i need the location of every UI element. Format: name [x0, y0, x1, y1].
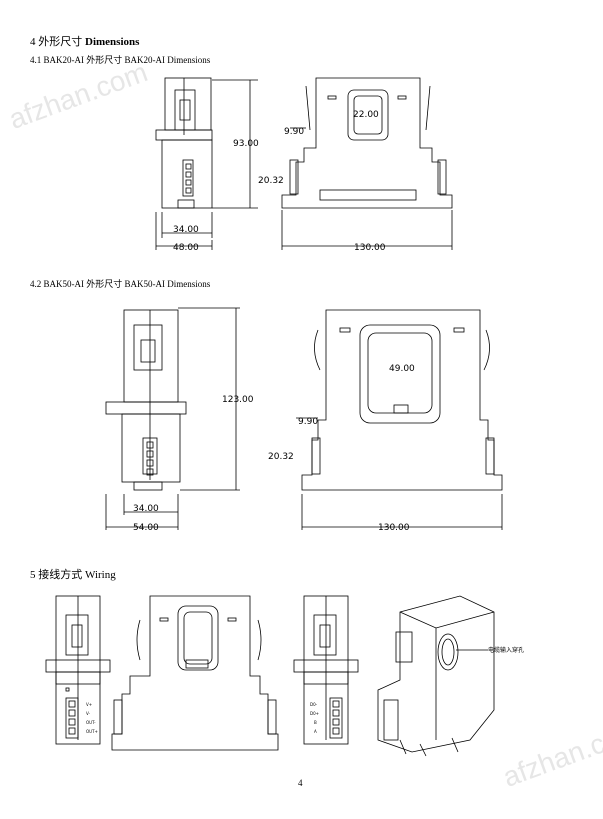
- dim-length-2: 130.00: [378, 523, 410, 533]
- dim-hole-1: 22.00: [353, 110, 379, 120]
- page-number: 4: [298, 778, 303, 788]
- section-5-heading: 5 接线方式 Wiring: [30, 569, 116, 581]
- section-4-1-caption: 4.1 BAK20-AI 外形尺寸 BAK20-AI Dimensions: [30, 55, 211, 65]
- bak50-side-view: [105, 307, 240, 530]
- dim-width-2b: 54.00: [133, 523, 159, 533]
- wiring-side-view-right: [293, 595, 359, 745]
- wiring-front-view: [111, 595, 279, 751]
- wiring-isometric-view: [377, 595, 495, 757]
- dim-terminal-1: 20.32: [258, 176, 284, 186]
- pin-label-v-plus: V+: [86, 702, 92, 707]
- pin-label-out-plus: OUT+: [86, 729, 98, 734]
- bak20-side-view: [155, 77, 258, 250]
- dim-length-1: 130.00: [354, 243, 386, 253]
- dim-height-2: 123.00: [222, 395, 254, 405]
- pin-label-d0-minus: D0-: [310, 702, 318, 707]
- dim-pitch-2: 9.90: [298, 417, 318, 427]
- section-4-heading: 4 外形尺寸 Dimensions: [30, 36, 140, 48]
- dim-width-2a: 34.00: [133, 504, 159, 514]
- wiring-side-view-left: [45, 595, 111, 745]
- dim-hole-2: 49.00: [389, 364, 415, 374]
- dim-width-1b: 48.00: [173, 243, 199, 253]
- dim-terminal-2: 20.32: [268, 452, 294, 462]
- pin-label-b: B: [314, 720, 317, 725]
- pin-label-out-minus: OUT-: [86, 720, 96, 725]
- pin-label-a: A: [314, 729, 317, 734]
- dim-width-1a: 34.00: [173, 225, 199, 235]
- bak20-front-view: [281, 77, 453, 250]
- bak50-front-view: [296, 309, 503, 530]
- pin-label-v-minus: V-: [86, 711, 91, 716]
- pin-label-d0-plus: D0+: [310, 711, 319, 716]
- dim-height-1: 93.00: [233, 139, 259, 149]
- cable-hole-label: 电缆输入穿孔: [488, 646, 524, 654]
- dim-pitch-1: 9.90: [284, 127, 304, 137]
- section-4-2-caption: 4.2 BAK50-AI 外形尺寸 BAK50-AI Dimensions: [30, 279, 211, 289]
